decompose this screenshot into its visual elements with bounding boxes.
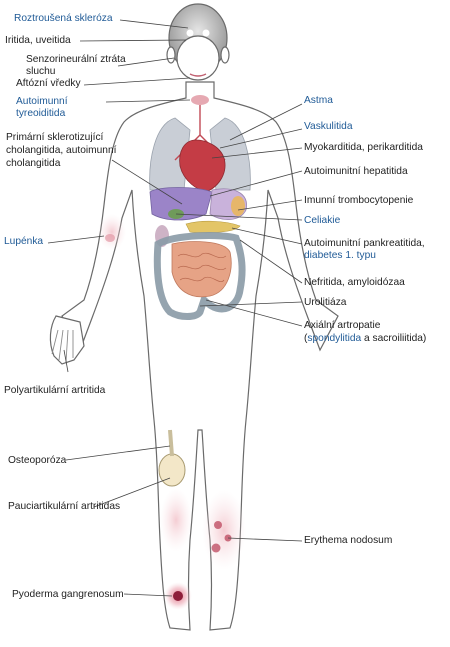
label-pyoderma-gangrenosum: Pyoderma gangrenosum bbox=[12, 589, 124, 600]
label-lupenka: Lupénka bbox=[4, 236, 44, 247]
label-osteoporoza: Osteoporóza bbox=[8, 455, 67, 466]
ear-right bbox=[220, 46, 230, 64]
label-vaskulitida: Vaskulitida bbox=[304, 121, 353, 132]
mouth bbox=[189, 73, 207, 77]
label-primarni-line3: cholangitida bbox=[6, 158, 61, 169]
colon bbox=[153, 232, 246, 320]
label-erythema-nodosum: Erythema nodosum bbox=[304, 535, 393, 546]
label-pauciartikularni-artritidas: Pauciartikulární artritidas bbox=[8, 501, 121, 512]
label-sacroiliitida: a sacroiliitida) bbox=[361, 333, 427, 344]
spleen bbox=[231, 196, 245, 216]
knee-joint bbox=[158, 453, 186, 487]
label-urolitiaza: Urolitiáza bbox=[304, 297, 347, 308]
label-celiakie: Celiakie bbox=[304, 215, 341, 226]
label-spondylitida-open: ( bbox=[304, 333, 308, 344]
label-autoimunni-tyreoiditida-line1: Autoimunní bbox=[16, 96, 68, 107]
label-spondylitida: spondylitida bbox=[307, 333, 362, 344]
pyoderma-core bbox=[173, 591, 183, 601]
face bbox=[176, 35, 220, 81]
label-roztrousena-skleroza: Roztroušená skleróza bbox=[14, 13, 113, 24]
label-imunni-trombocytopenie: Imunní trombocytopenie bbox=[304, 195, 414, 206]
label-myokarditida: Myokarditida, perikarditida bbox=[304, 142, 423, 153]
eye-left bbox=[186, 29, 194, 37]
leader-lines bbox=[47, 19, 303, 597]
label-aftozni-vredky: Aftózní vředky bbox=[16, 78, 81, 89]
leg-inflammation-right bbox=[202, 490, 246, 570]
body-outline bbox=[49, 3, 339, 631]
label-autoimunitni-hepatitida: Autoimunitní hepatitida bbox=[304, 166, 408, 177]
label-primarni-line2: cholangitida, autoimunní bbox=[6, 145, 117, 156]
label-axialni-artropatie: Axiální artropatie bbox=[304, 320, 381, 331]
erythema-nodule-1 bbox=[214, 521, 222, 529]
small-intestine bbox=[171, 241, 232, 298]
femur bbox=[168, 429, 174, 457]
psoriasis-lesion-arm-core bbox=[105, 234, 115, 242]
leg-inflammation-left bbox=[160, 488, 192, 552]
label-primarni-line1: Primární sklerotizující bbox=[6, 132, 104, 143]
label-autoimunitni-pankreatitida: Autoimunitní pankreatitida, bbox=[304, 238, 425, 249]
torso-limbs bbox=[61, 81, 339, 631]
label-polyartikularni-artritida: Polyartikulární artritida bbox=[4, 385, 106, 396]
eye-right bbox=[202, 29, 210, 37]
label-spondylitida-line: (spondylitida a sacroiliitida) bbox=[304, 333, 426, 346]
label-diabetes-1-typu: diabetes 1. typu bbox=[304, 250, 376, 261]
psoriasis-lesion-arm bbox=[98, 214, 126, 250]
erythema-nodule-3 bbox=[211, 543, 221, 553]
label-nefritida-amyloidozaa: Nefritida, amyloidózaa bbox=[304, 277, 405, 288]
fingers-left bbox=[51, 329, 74, 363]
label-astma: Astma bbox=[304, 95, 333, 106]
label-senzorineuralni-line1: Senzorineurální ztráta bbox=[26, 54, 126, 65]
ear-left bbox=[166, 46, 176, 64]
label-senzorineuralni-line2: sluchu bbox=[26, 66, 56, 77]
intestine-folds bbox=[177, 252, 227, 283]
thyroid bbox=[191, 95, 209, 105]
label-autoimunni-tyreoiditida-line2: tyreoiditida bbox=[16, 108, 66, 119]
label-iritida-uveitida: Iritida, uveitida bbox=[5, 35, 71, 46]
